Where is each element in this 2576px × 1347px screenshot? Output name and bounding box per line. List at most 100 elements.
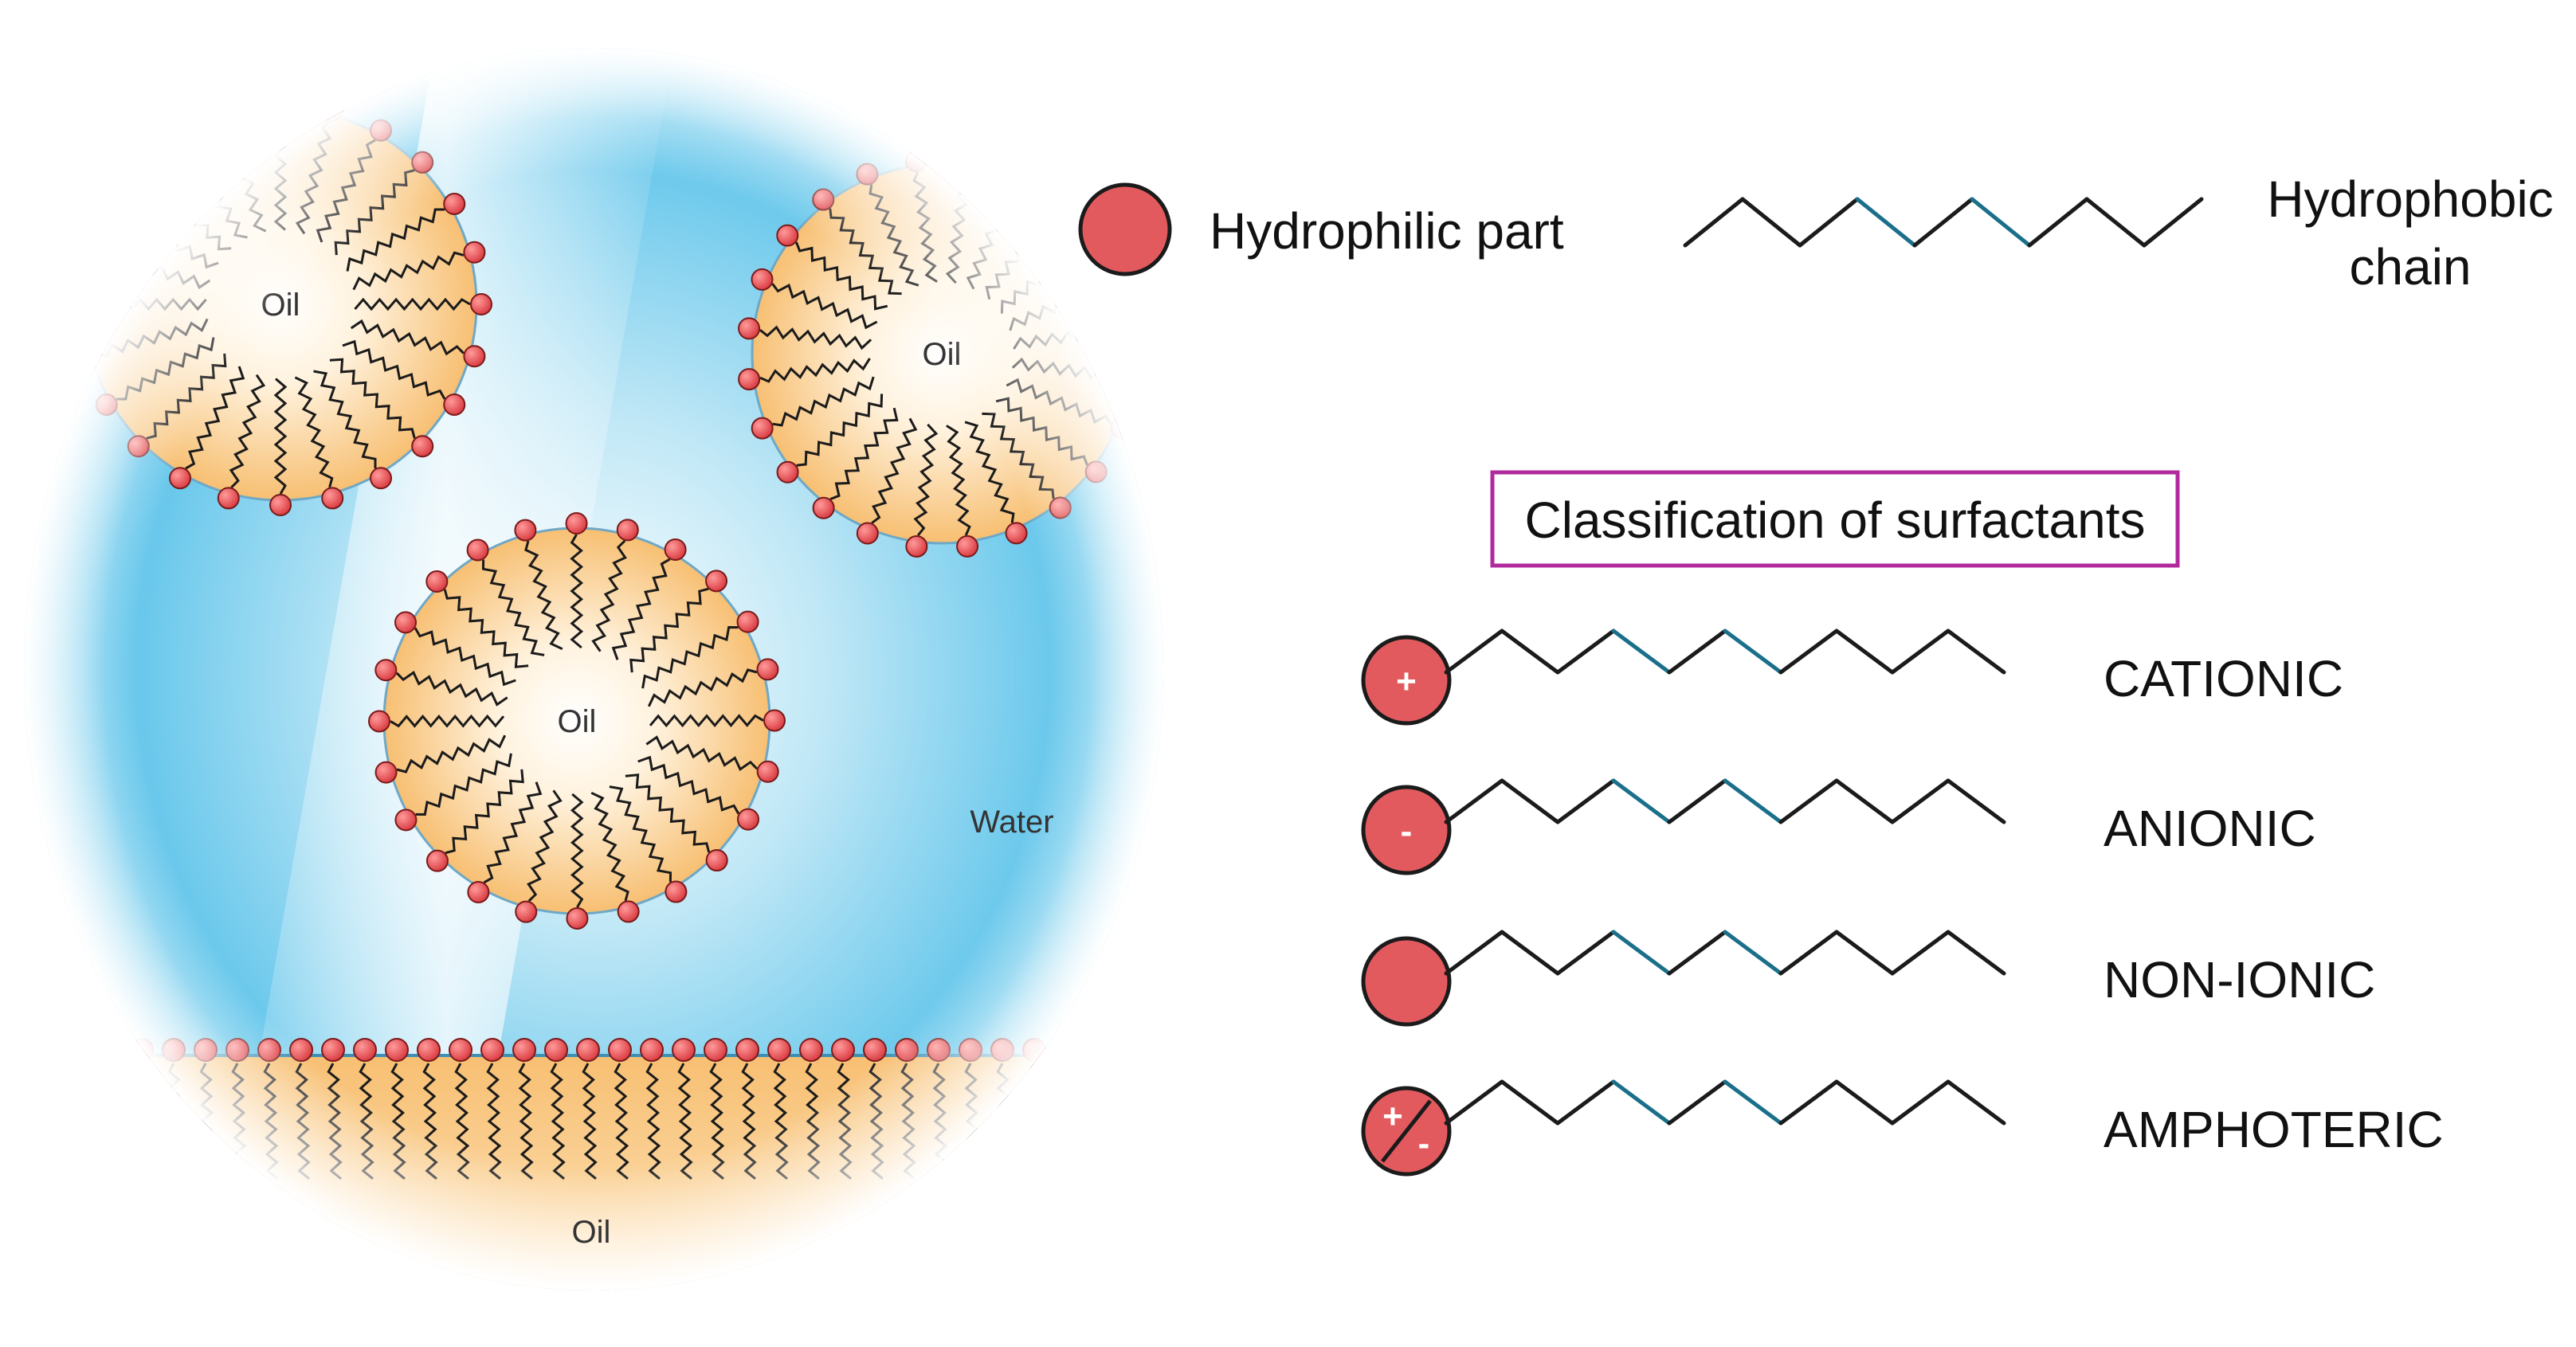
hydrophilic-head — [169, 119, 191, 142]
classification-title: Classification of surfactants — [1525, 491, 2146, 549]
classification-border — [1490, 470, 2180, 568]
hydrophilic-head — [217, 99, 240, 122]
hydrophilic-head — [1049, 188, 1072, 211]
surfactant-row-non-ionic: NON-IONIC — [1361, 930, 2375, 1027]
chain-segment — [1667, 628, 1727, 675]
chain-segment — [1834, 1079, 1895, 1126]
hydrophobic-tail — [1060, 1063, 1076, 1180]
hydrophilic-head — [1005, 163, 1028, 186]
chain-segment — [1778, 628, 1839, 675]
hydrophobic-chain-icon — [1444, 778, 2006, 824]
chain-segment — [1723, 628, 1783, 675]
legend: Hydrophilic part Hydrophobic chain — [1078, 170, 2554, 296]
emulsion-illustration: OilOilOil — [24, 48, 1163, 1290]
chain-segment — [1890, 778, 1951, 824]
chain-segment — [1667, 778, 1727, 824]
chain-segment — [1683, 197, 1745, 248]
surfactant-row-cationic: + CATIONIC — [1361, 628, 2343, 726]
surfactant-head-icon — [1361, 785, 1452, 875]
plus-sign-icon: + — [1382, 1097, 1403, 1136]
hydrophilic-head — [75, 241, 98, 264]
hydrophilic-head — [269, 92, 292, 115]
surfactant-row-anionic: - ANIONIC — [1361, 778, 2316, 875]
chain-segment — [1444, 778, 1504, 824]
surfactant-type-label: CATIONIC — [2104, 650, 2343, 707]
chain-segment — [1611, 778, 1672, 824]
chain-segment — [2142, 197, 2204, 248]
chain-segment — [1611, 628, 1672, 675]
chain-segment — [1946, 1079, 2006, 1126]
hydrophilic-head-icon — [1078, 182, 1172, 276]
hydrophilic-head — [95, 193, 118, 215]
chain-segment — [1444, 930, 1504, 976]
chain-segment — [1555, 628, 1616, 675]
surfactant-type-label: AMPHOTERIC — [2104, 1101, 2444, 1158]
chain-segment — [1723, 778, 1783, 824]
chain-segment — [1500, 1079, 1560, 1126]
chain-segment — [1834, 628, 1895, 675]
chain-segment — [1611, 1079, 1672, 1126]
hydrophobic-chain-icon — [1444, 628, 2006, 675]
chain-segment — [2027, 197, 2089, 248]
hydrophobic-chain-icon — [1444, 1079, 2006, 1126]
surfactant-head-icon — [1361, 936, 1452, 1027]
hydrophilic-label: Hydrophilic part — [1210, 202, 1564, 260]
chain-segment — [1723, 930, 1783, 976]
chain-segment — [1500, 778, 1560, 824]
chain-segment — [1555, 778, 1616, 824]
chain-segment — [1667, 930, 1727, 976]
chain-segment — [1611, 930, 1672, 976]
hydrophilic-head — [1123, 316, 1146, 339]
chain-segment — [1740, 197, 1802, 248]
chain-segment — [1723, 1079, 1783, 1126]
chain-segment — [1444, 628, 1504, 675]
hydrophilic-head — [69, 293, 91, 315]
hydrophilic-head — [75, 345, 98, 368]
hydrophobic-chain-icon — [1444, 930, 2006, 976]
chain-segment — [1500, 628, 1560, 675]
hydrophobic-label-line1: Hydrophobic — [2267, 170, 2553, 228]
chain-segment — [1890, 1079, 1951, 1126]
plus-sign-icon: + — [1396, 662, 1417, 701]
chain-segment — [1778, 778, 1839, 824]
chain-segment — [1946, 930, 2006, 976]
chain-segment — [2084, 197, 2147, 248]
hydrophilic-head — [1123, 367, 1146, 390]
chain-segment — [1946, 778, 2006, 824]
chain-segment — [1555, 1079, 1616, 1126]
chain-segment — [1855, 197, 1917, 248]
chain-segment — [1667, 1079, 1727, 1126]
chain-segment — [1500, 930, 1560, 976]
chain-segment — [1946, 628, 2006, 675]
surfactant-row-amphoteric: +- AMPHOTERIC — [1361, 1079, 2444, 1177]
hydrophobic-chain-icon — [1683, 197, 2204, 248]
chain-segment — [1778, 1079, 1839, 1126]
hydrophobic-label-line2: chain — [2350, 238, 2472, 296]
minus-sign-icon: - — [1418, 1124, 1430, 1163]
chain-segment — [1834, 778, 1895, 824]
chain-segment — [1890, 930, 1951, 976]
minus-sign-icon: - — [1401, 812, 1413, 851]
surfactant-head-icon — [1361, 635, 1452, 726]
water-label: Water — [970, 805, 1053, 840]
chain-segment — [1834, 930, 1895, 976]
chain-segment — [1778, 930, 1839, 976]
edge-fade — [24, 48, 1163, 1290]
classification-title-box: Classification of surfactants — [1490, 470, 2180, 568]
hydrophilic-head — [127, 151, 150, 174]
hydrophobic-tail — [1028, 1063, 1044, 1180]
bottom-oil-label: Oil — [572, 1215, 611, 1250]
hydrophilic-head — [955, 150, 978, 173]
hydrophilic-head — [1054, 1038, 1078, 1062]
chain-segment — [1912, 197, 1974, 248]
surfactant-type-label: NON-IONIC — [2104, 951, 2375, 1008]
chain-segment — [1798, 197, 1860, 248]
surfactant-type-label: ANIONIC — [2104, 800, 2316, 857]
chain-segment — [1890, 628, 1951, 675]
hydrophobic-tail — [135, 1063, 151, 1180]
chain-segment — [1555, 930, 1616, 976]
split-line — [1381, 1099, 1432, 1163]
chain-segment — [1970, 197, 2032, 248]
